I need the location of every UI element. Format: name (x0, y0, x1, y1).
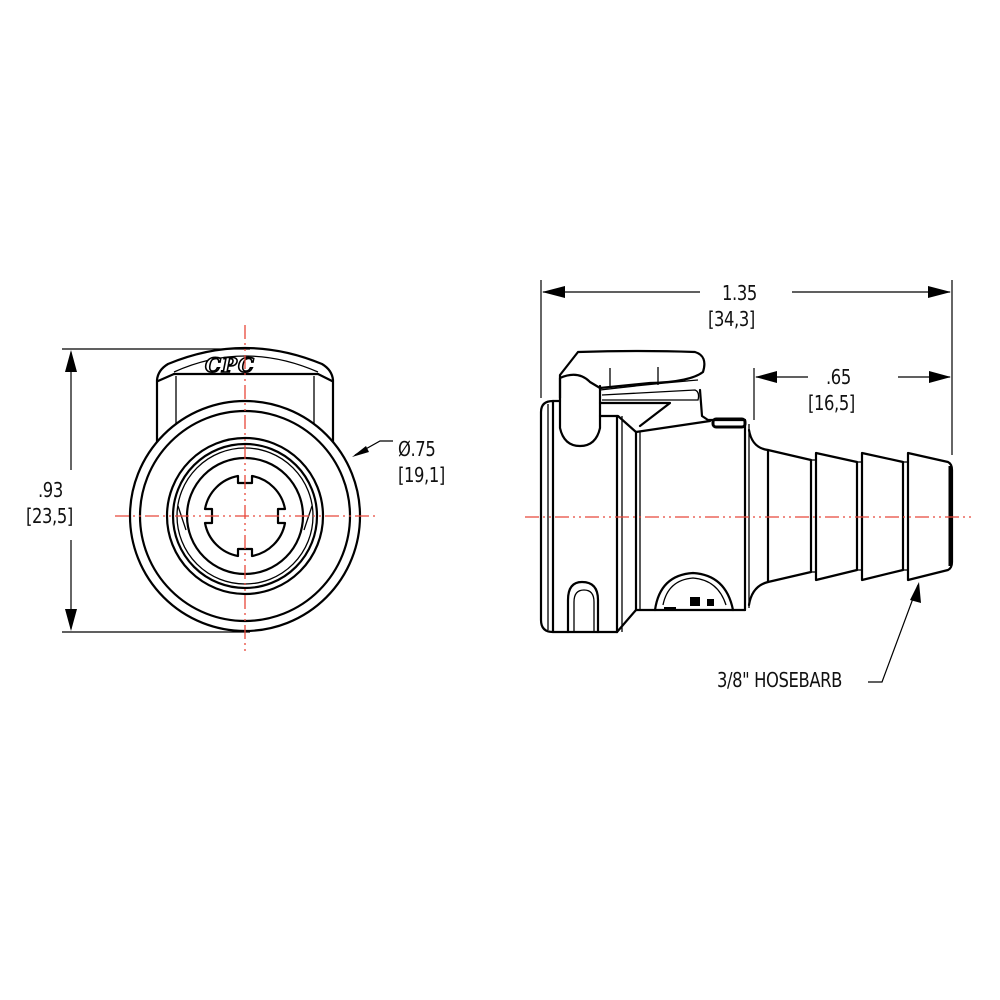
latch-pivot (558, 376, 602, 448)
height-dim-mm: [23,5] (26, 504, 73, 528)
ridge-detail (711, 417, 747, 429)
leader-arrow-icon (352, 446, 369, 457)
latch-wedge (598, 401, 672, 428)
barb-dim-inch: .65 (826, 365, 851, 389)
marking-glyph-3 (664, 607, 676, 609)
arrow-left-icon (542, 286, 565, 298)
body-shoulder-top (598, 414, 638, 434)
diameter-dim-mm: [19,1] (398, 463, 445, 487)
hosebarb-leader (868, 584, 919, 683)
latch-chamfer-left (156, 372, 176, 383)
arrow-right-icon (928, 286, 951, 298)
arrow-right-icon (929, 371, 951, 383)
keyed-bore (203, 474, 287, 558)
oring-right-mark (303, 505, 313, 531)
height-dim-inch: .93 (38, 478, 63, 502)
bore-ring-1 (165, 436, 325, 596)
latch-housing-outline (155, 346, 335, 447)
latch-lever (558, 349, 706, 400)
bore-ring-2 (171, 442, 319, 590)
barb-1 (766, 448, 813, 584)
length-dim-inch: 1.35 (722, 281, 757, 305)
latch-chamfer-right (316, 372, 334, 383)
front-view: CPC (62, 325, 393, 655)
marking-glyph-1 (690, 597, 700, 606)
marking-glyph-2 (707, 599, 714, 606)
bottom-slot-outer (566, 580, 600, 634)
oring-left-mark (177, 505, 187, 531)
body-top-step (698, 388, 747, 422)
latch-spring (601, 389, 700, 401)
cpc-logo: CPC (205, 353, 255, 377)
body-top-line (634, 419, 712, 434)
hosebarb-callout: 3/8" HOSEBARB (717, 668, 842, 692)
barb-neck (747, 428, 770, 607)
leader-arrow-icon (910, 582, 921, 603)
side-view (525, 280, 975, 683)
length-dim-mm: [34,3] (708, 307, 755, 331)
diameter-dim-inch: Ø.75 (398, 437, 436, 461)
marking-dome-inner (662, 577, 727, 606)
barb-dim-mm: [16,5] (808, 391, 855, 415)
front-flange (539, 399, 555, 634)
latch-rib-1 (599, 379, 699, 391)
arrow-left-icon (755, 371, 777, 383)
bottom-slot-inner (573, 589, 595, 632)
arrow-down-icon (65, 609, 77, 631)
barb-4-tip (906, 451, 954, 582)
body-shoulder-bottom (615, 608, 747, 634)
marking-dome (653, 571, 735, 612)
arrow-up-icon (65, 350, 77, 372)
